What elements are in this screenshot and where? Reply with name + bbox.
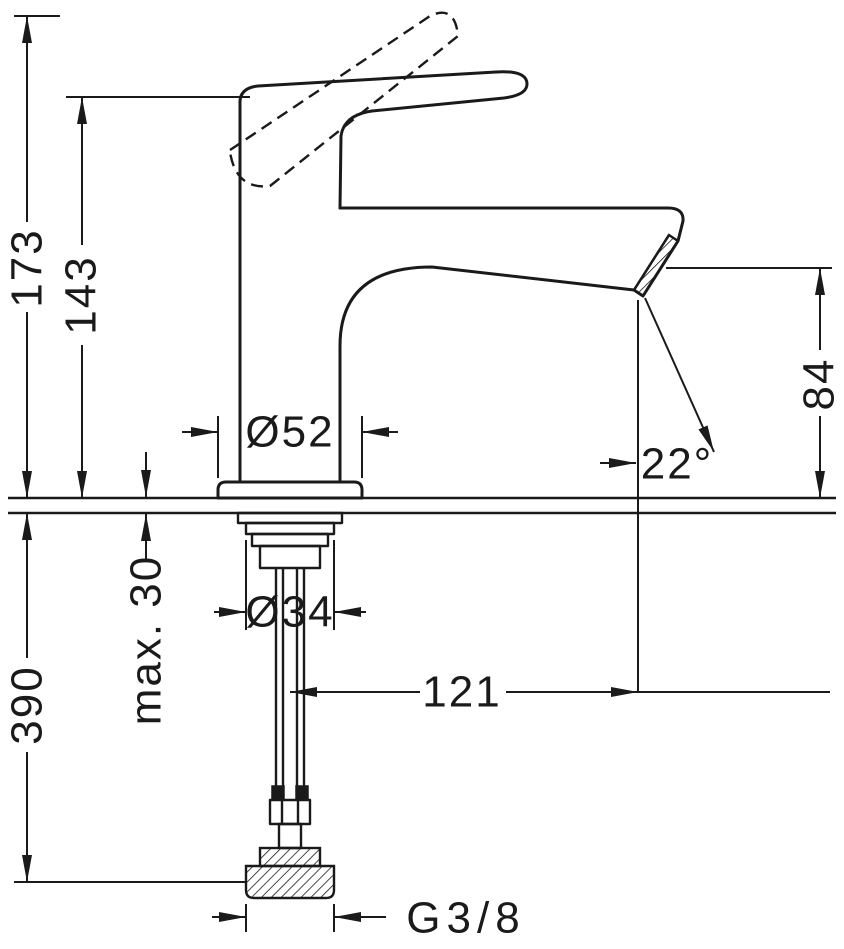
dim-outlet-height: 84 [666,267,844,498]
dim-spray-angle-label: 22° [641,440,714,489]
aerator-inner-line [632,234,671,291]
dim-hole-diameter: Ø34 [214,540,366,637]
mounting-nut-stack [236,511,344,570]
dim-base-diameter-label: Ø52 [245,408,334,457]
dim-hose-length-label: 390 [3,665,52,744]
faucet-drawing [8,11,836,900]
dim-handle-height: 143 [57,96,250,498]
dim-total-height-label: 173 [3,228,52,307]
dim-thread-label: G3/8 [406,894,525,943]
dim-outlet-height-label: 84 [795,358,844,411]
mounting-nut [244,521,336,536]
dim-spray-angle: 22° [600,297,715,489]
faucet-body-and-handle-outline [238,70,529,484]
dim-spout-reach: 121 [290,300,830,717]
spout-outline [338,206,685,484]
dim-hole-diameter-label: Ø34 [245,588,334,637]
dim-handle-height-label: 143 [57,255,106,334]
dim-hose-length: 390 [3,513,246,883]
dim-mounting-thickness-label: max. 30 [122,555,171,726]
handle-raised-phantom-outline [228,11,460,188]
aerator-hatch [632,233,680,298]
dim-spout-reach-label: 121 [422,668,501,717]
dim-connection-thread: G3/8 [212,894,525,943]
base-escutcheon [216,480,364,500]
mounting-washer [236,511,344,525]
connector-tube [277,822,303,850]
threaded-shank [258,544,322,570]
hose-ferrule-right [295,785,309,801]
dim-mounting-thickness: max. 30 [122,452,171,725]
connector-knurl [258,846,322,868]
hose-connector-nut [244,864,336,900]
spray-angle-line [644,297,715,453]
supply-hose [244,568,336,900]
mounting-nut-lower [250,532,330,548]
dim-base-diameter: Ø52 [182,408,398,478]
hose-ferrule-left [271,785,285,801]
dim-total-height: 173 [3,15,60,498]
crimp-sleeve [268,798,312,826]
